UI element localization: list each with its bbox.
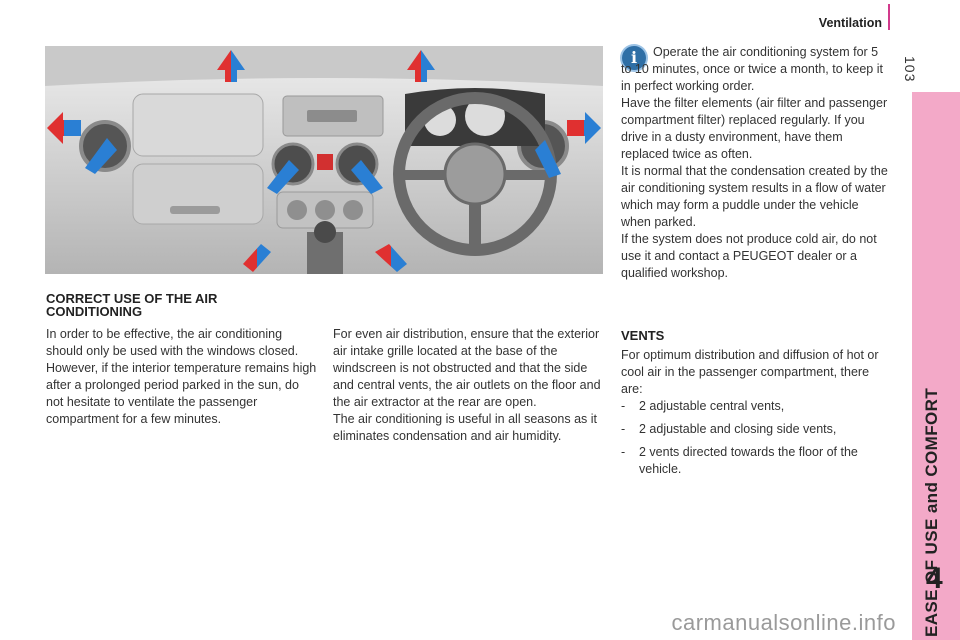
- middle-para-2: The air conditioning is useful in all se…: [333, 412, 598, 443]
- vents-intro: For optimum distribution and diffusion o…: [621, 348, 879, 396]
- page-number: 103: [902, 56, 918, 83]
- info-para-1: Operate the air conditioning system for …: [621, 45, 883, 93]
- bullet-dash: -: [621, 422, 626, 436]
- info-para-3: It is normal that the condensation creat…: [621, 164, 888, 229]
- correct-use-heading: CORRECT USE OF THE AIR CONDITIONING: [46, 292, 306, 318]
- vents-list-item: -2 adjustable and closing side vents,: [621, 421, 891, 438]
- correct-use-body: In order to be effective, the air condit…: [46, 326, 318, 428]
- vents-item-central: 2 adjustable central vents,: [639, 399, 785, 413]
- vents-list-item: -2 adjustable central vents,: [621, 398, 891, 415]
- airflow-arrows: [47, 50, 601, 272]
- info-para-4: If the system does not produce cold air,…: [621, 232, 877, 280]
- info-para-2: Have the filter elements (air filter and…: [621, 96, 888, 161]
- middle-column: For even air distribution, ensure that t…: [333, 326, 601, 445]
- info-text: Operate the air conditioning system for …: [621, 44, 891, 282]
- correct-use-heading-line1: CORRECT USE OF THE AIR: [46, 291, 218, 306]
- correct-use-paragraph: In order to be effective, the air condit…: [46, 327, 317, 426]
- correct-use-heading-line2: CONDITIONING: [46, 304, 143, 319]
- bullet-dash: -: [621, 445, 626, 459]
- vents-heading: VENTS: [621, 328, 665, 343]
- vents-list-item: -2 vents directed towards the floor of t…: [621, 444, 891, 478]
- vents-body: For optimum distribution and diffusion o…: [621, 347, 891, 484]
- header-title: Ventilation: [818, 16, 882, 30]
- header-bar: [888, 4, 890, 30]
- vents-list: -2 adjustable central vents, -2 adjustab…: [621, 398, 891, 478]
- chapter-number: 4: [926, 562, 943, 595]
- dashboard-illustration: [45, 46, 603, 274]
- middle-para-1: For even air distribution, ensure that t…: [333, 327, 601, 409]
- side-tab-label: EASE OF USE and COMFORT: [922, 387, 941, 637]
- side-tab: EASE OF USE and COMFORT 4: [912, 92, 960, 640]
- watermark: carmanualsonline.info: [671, 610, 896, 635]
- vents-item-side: 2 adjustable and closing side vents,: [639, 422, 837, 436]
- bullet-dash: -: [621, 399, 626, 413]
- dashboard-drawing: [45, 46, 603, 274]
- vents-item-floor: 2 vents directed towards the floor of th…: [639, 445, 858, 476]
- info-icon: i: [622, 46, 646, 70]
